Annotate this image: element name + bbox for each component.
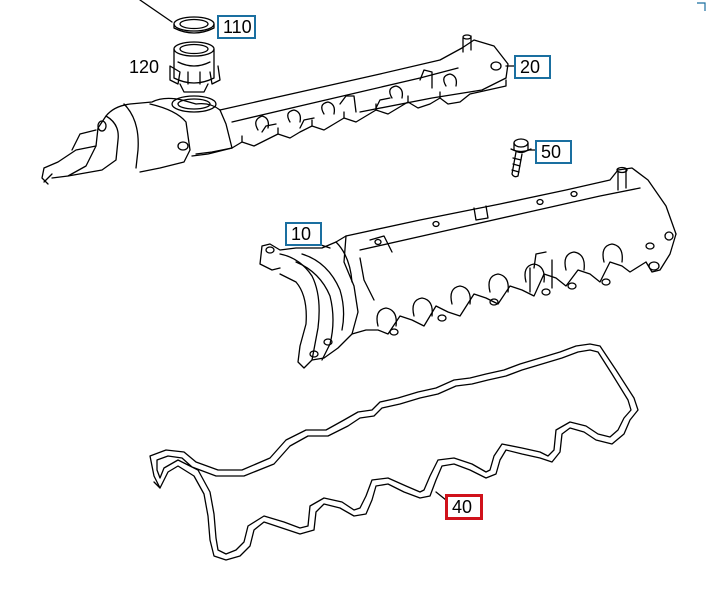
callout-40[interactable]: 40 [445, 494, 483, 520]
callout-10[interactable]: 10 [285, 222, 322, 246]
corner-bracket-icon [697, 2, 706, 11]
bolt-50 [510, 138, 532, 178]
leader-line-110 [139, 0, 173, 23]
callout-120[interactable]: 120 [129, 57, 160, 77]
callout-50[interactable]: 50 [535, 140, 572, 164]
gasket-40 [149, 343, 639, 561]
callout-20[interactable]: 20 [514, 55, 551, 79]
callout-110[interactable]: 110 [217, 15, 256, 39]
upper-cover-20 [41, 34, 509, 185]
leader-line-40 [435, 491, 447, 501]
seal-ring-110 [173, 16, 215, 34]
filler-neck-120 [169, 41, 221, 93]
lower-cover-10 [259, 166, 677, 369]
